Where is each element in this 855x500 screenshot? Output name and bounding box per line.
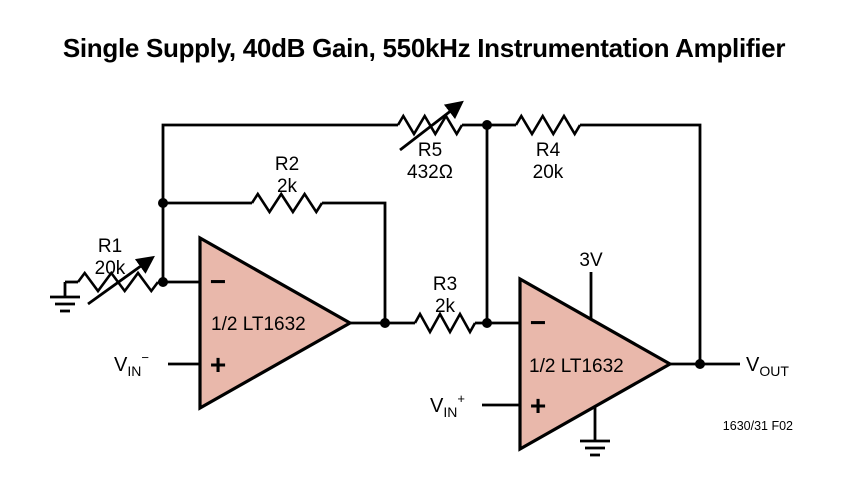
page-title: Single Supply, 40dB Gain, 550kHz Instrum… — [63, 33, 785, 63]
vin-plus-label: VIN+ — [430, 391, 465, 420]
r2-name: R2 — [275, 154, 299, 175]
opamp2-label: 1/2 LT1632 — [529, 356, 624, 377]
ground-icon — [50, 282, 80, 313]
vin-minus-label: VIN− — [114, 350, 149, 379]
opamp1-body — [198, 235, 354, 411]
resistor-r4-symbol — [514, 113, 582, 137]
resistor-r3-symbol — [413, 311, 477, 335]
r1-wiper-arrow-icon — [87, 255, 155, 306]
r4-value: 20k — [533, 162, 564, 183]
r3-value: 2k — [435, 296, 456, 317]
resistor-r5-symbol — [396, 113, 464, 137]
junction-dot — [380, 318, 390, 328]
junction-dot — [158, 277, 168, 287]
junction-dot — [695, 359, 705, 369]
wire — [580, 123, 702, 364]
opamp1-noninverting-input-icon: + — [210, 349, 226, 380]
junction-dot — [158, 198, 168, 208]
r5-value: 432Ω — [407, 162, 453, 183]
opamp1-inverting-input-icon: − — [210, 266, 226, 297]
opamp1-label: 1/2 LT1632 — [211, 314, 306, 335]
r1-value: 20k — [95, 258, 126, 279]
opamp2-inverting-input-icon: − — [530, 307, 546, 338]
r3-name: R3 — [433, 274, 457, 295]
figure-reference: 1630/31 F02 — [723, 419, 793, 433]
junction-dot — [482, 318, 492, 328]
junction-dot — [482, 120, 492, 130]
wire — [161, 123, 398, 282]
opamp2-body — [518, 276, 674, 452]
r4-name: R4 — [536, 140, 561, 161]
opamp2-noninverting-input-icon: + — [530, 390, 546, 421]
r1-name: R1 — [98, 236, 122, 257]
r2-value: 2k — [277, 176, 298, 197]
resistor-r2-symbol — [250, 191, 324, 215]
wire — [322, 201, 387, 323]
ground-icon — [580, 407, 610, 457]
r5-wiper-arrow-icon — [399, 100, 464, 152]
vout-label: VOUT — [746, 354, 789, 379]
supply-3v-label: 3V — [579, 250, 603, 271]
r5-name: R5 — [418, 140, 442, 161]
